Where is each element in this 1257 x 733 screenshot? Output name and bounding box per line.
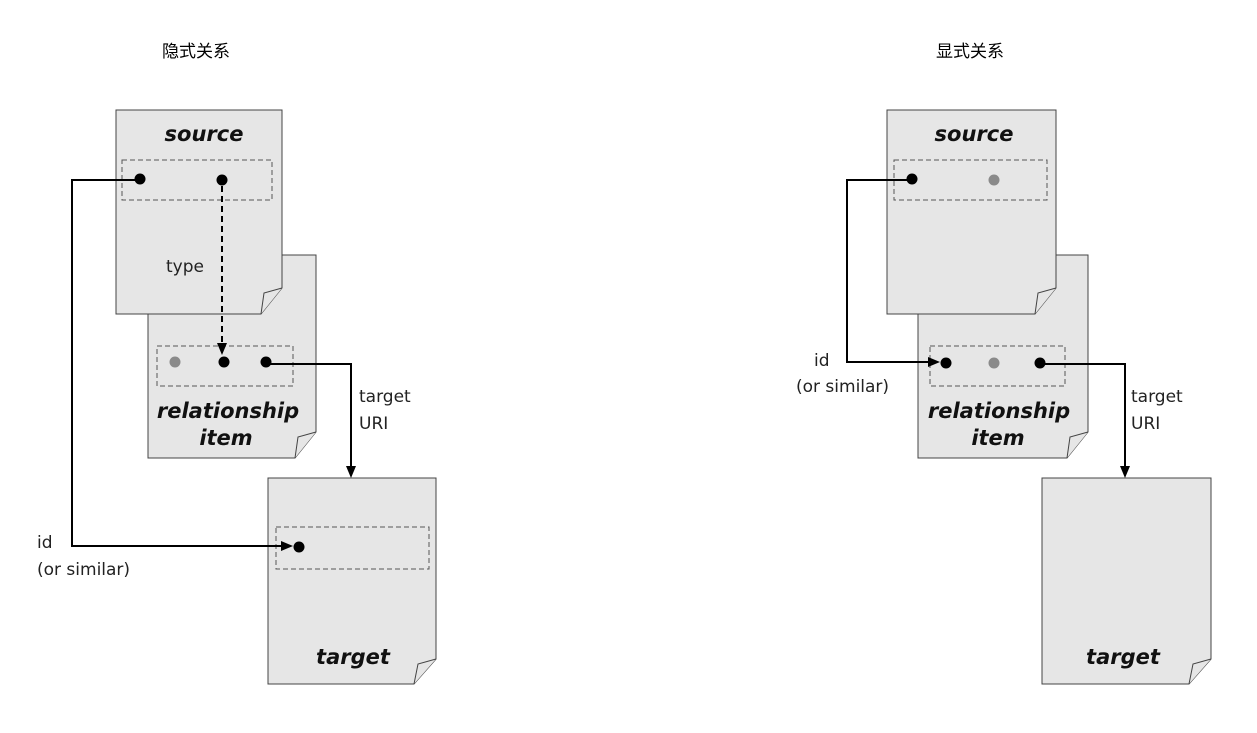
- explicit-source-slot: [893, 159, 1048, 201]
- implicit-target-uri-label-1: target: [359, 387, 411, 407]
- explicit-target-label: target: [1086, 645, 1161, 669]
- implicit-title: 隐式关系: [162, 42, 230, 62]
- implicit-source-label: source: [165, 122, 244, 146]
- implicit-relationship-panel: 隐式关系 relationship item source type: [37, 42, 437, 685]
- explicit-target-uri-label-1: target: [1131, 387, 1183, 407]
- explicit-target-uri-arrow: target URI: [1040, 363, 1183, 478]
- explicit-rel-dot-id: [940, 357, 952, 369]
- explicit-source-label: source: [935, 122, 1014, 146]
- implicit-rel-dot-target: [260, 356, 272, 368]
- implicit-target-dot: [293, 541, 305, 553]
- implicit-relationship-label-2: item: [199, 426, 252, 450]
- explicit-relationship-panel: 显式关系 relationship item source id (or: [796, 42, 1212, 685]
- implicit-target-label: target: [316, 645, 391, 669]
- explicit-target-uri-label-2: URI: [1131, 414, 1160, 434]
- implicit-target-page: target: [267, 477, 437, 685]
- implicit-rel-dot-type: [218, 356, 230, 368]
- implicit-rel-dot-inactive: [169, 356, 181, 368]
- explicit-relationship-label-2: item: [971, 426, 1024, 450]
- explicit-source-dot-inactive: [988, 174, 1000, 186]
- implicit-id-label-1: id: [37, 533, 53, 553]
- implicit-type-label: type: [166, 257, 204, 277]
- explicit-rel-dot-inactive: [988, 357, 1000, 369]
- explicit-source-page: source: [886, 109, 1057, 315]
- implicit-id-arrow: id (or similar): [37, 179, 293, 580]
- implicit-relationship-label-1: relationship: [157, 399, 299, 423]
- explicit-id-label-1: id: [814, 351, 830, 371]
- implicit-type-arrow: [217, 186, 227, 355]
- implicit-target-slot: [275, 526, 430, 570]
- implicit-target-uri-label-2: URI: [359, 414, 388, 434]
- explicit-relationship-label-1: relationship: [928, 399, 1070, 423]
- explicit-target-page: target: [1041, 477, 1212, 685]
- explicit-title: 显式关系: [936, 42, 1004, 62]
- implicit-id-label-2: (or similar): [37, 560, 130, 580]
- implicit-source-dot-type: [216, 174, 228, 186]
- explicit-id-arrow: id (or similar): [796, 179, 940, 397]
- implicit-target-uri-arrow: target URI: [266, 363, 411, 478]
- implicit-source-page: source type: [115, 109, 283, 315]
- explicit-id-label-2: (or similar): [796, 377, 889, 397]
